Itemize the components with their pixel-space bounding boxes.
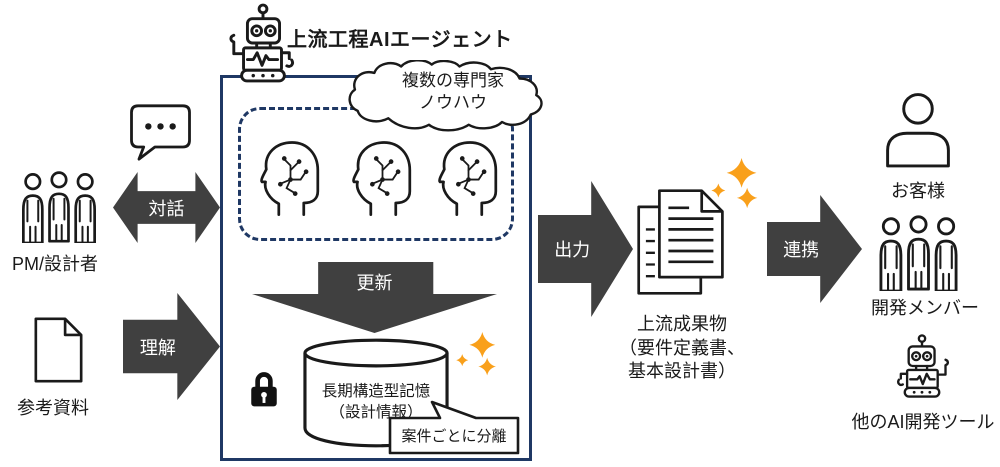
deliverables-label: 上流成果物 （要件定義書、 基本設計書） [592, 313, 772, 384]
other-ai-tools-label: 他のAI開発ツール [851, 412, 995, 432]
sparkle-icon [710, 157, 762, 211]
callout-label: 案件ごとに分離 [401, 428, 507, 445]
update-arrow-label: 更新 [356, 273, 393, 293]
brain-circuit-icon [437, 139, 500, 217]
link-arrow: 連携 [767, 195, 862, 303]
deliverables-line2: （要件定義書、 [619, 337, 745, 358]
dialogue-arrow: 対話 [113, 172, 220, 243]
deliverables-line3: 基本設計書） [628, 361, 736, 381]
lock-icon [247, 368, 281, 409]
dev-members-icon [877, 213, 960, 291]
cloud-label-line2: ノウハウ [419, 93, 487, 112]
output-arrow-label: 出力 [554, 240, 591, 260]
dialogue-arrow-label: 対話 [148, 198, 185, 219]
speech-bubble-icon [128, 103, 193, 161]
page-title: 上流工程AIエージェント [287, 29, 513, 51]
understand-arrow: 理解 [123, 293, 220, 400]
customer-icon [883, 92, 953, 168]
reference-doc-icon [33, 316, 84, 384]
pm-designers-label: PM/設計者 [12, 254, 99, 274]
pm-designers-icon [20, 169, 98, 243]
cloud-label-line1: 複数の専門家 [402, 71, 504, 90]
ai-tool-robot-icon [893, 328, 951, 404]
link-arrow-label: 連携 [783, 240, 820, 260]
output-arrow: 出力 [538, 181, 633, 317]
dev-members-label: 開発メンバー [871, 298, 979, 318]
separation-callout: 案件ごとに分離 [384, 398, 524, 456]
customer-label: お客様 [891, 181, 945, 201]
brain-circuit-icon [351, 139, 414, 217]
reference-label: 参考資料 [17, 398, 89, 418]
memory-label-line1: 長期構造型記憶 [321, 383, 431, 400]
sparkle-icon [455, 331, 500, 378]
deliverables-line1: 上流成果物 [637, 314, 727, 334]
robot-icon [227, 2, 299, 84]
knowledge-cloud: 複数の専門家 ノウハウ [343, 60, 563, 134]
cloud-label: 複数の専門家 ノウハウ [343, 70, 563, 114]
brain-circuit-icon [259, 139, 322, 217]
understand-arrow-label: 理解 [139, 337, 176, 358]
